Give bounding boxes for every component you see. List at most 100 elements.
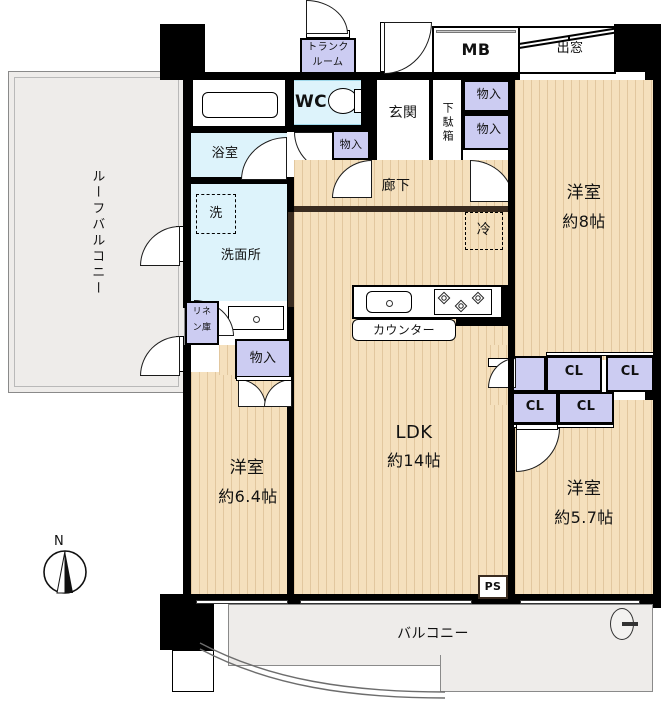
cl-strip-left — [512, 356, 546, 392]
wall-ldk-hall-left — [288, 212, 294, 307]
wall-room-west-left — [183, 345, 191, 594]
balcony-faucet — [622, 622, 638, 626]
bay-window-glazing — [518, 27, 620, 49]
bath-tub — [202, 92, 278, 118]
room-east-name-label: 洋室 — [566, 479, 602, 500]
room-west-floor — [191, 372, 294, 594]
bay-window-area — [520, 26, 616, 74]
wall-left-bath — [183, 80, 191, 308]
wall-bottom-room-east — [515, 594, 661, 604]
compass-north-label: N — [53, 533, 65, 549]
meter-box-top-line — [436, 30, 516, 33]
cl-upper-right — [606, 356, 654, 392]
storage-divider-bar — [463, 110, 515, 116]
wall-bottom-ldk — [294, 594, 515, 604]
wall-room-west-right — [287, 374, 294, 594]
ldk-name-label: LDK — [395, 421, 433, 443]
linen-closet — [185, 301, 219, 345]
cl-upper-left — [546, 356, 602, 392]
room-west-name-label: 洋室 — [229, 458, 265, 479]
entrance-hall — [375, 80, 431, 170]
kitchen-sink-drain — [386, 300, 393, 307]
storage-washroom-south-label: 物入 — [249, 350, 277, 366]
cl-lower-right-label: CL — [576, 398, 596, 414]
ldk-size-label: 約14帖 — [387, 451, 441, 471]
entrance-door-arc — [384, 22, 432, 74]
wall-bottom-room-west — [183, 594, 294, 604]
wall-entrance-left — [368, 80, 375, 170]
roof-balcony-area — [8, 71, 185, 393]
cl-upper-right-label: CL — [620, 363, 640, 379]
shoe-box — [431, 80, 463, 170]
wall-wc-left — [287, 80, 294, 125]
linen-closet-label-line2: ン庫 — [192, 322, 212, 333]
counter-bar — [352, 319, 456, 341]
wall-top-entry — [300, 72, 432, 80]
room-east-size-label: 約5.7帖 — [554, 508, 614, 528]
wall-room-north-left2 — [508, 202, 515, 360]
washing-machine-label: 洗 — [209, 205, 223, 221]
room-north-size-label: 約8帖 — [562, 212, 606, 232]
storage-entrance-east-lower-label: 物入 — [476, 122, 502, 137]
wall-room-north-left — [508, 80, 515, 202]
window-track-room-west — [196, 600, 288, 604]
room-north-name-label: 洋室 — [566, 183, 602, 204]
balcony-curved-edge — [199, 642, 446, 699]
meter-box-label: MB — [461, 40, 491, 60]
cl-lower-left-label: CL — [525, 398, 545, 414]
cl-lower-right — [558, 392, 614, 424]
washing-machine-slot — [196, 194, 236, 234]
storage-entrance-east-upper-label: 物入 — [476, 87, 502, 102]
pipe-shaft-label: PS — [484, 579, 502, 593]
wall-bath-bottom — [183, 177, 294, 184]
trunk-room-label-line2: ルーム — [312, 57, 344, 69]
trunk-room-label-line1: トランク — [307, 42, 349, 54]
room-west-size-label: 約6.4帖 — [218, 487, 278, 507]
wall-ldk-top — [294, 206, 515, 212]
linen-closet-label-line1: リネ — [192, 306, 212, 317]
room-north-floor — [515, 80, 653, 360]
vanity-basin — [253, 316, 260, 323]
counter-wall-right — [456, 319, 508, 326]
roof-balcony-label: ルーフバルコニー — [89, 168, 105, 297]
corridor-label: 廊下 — [381, 178, 411, 195]
refrigerator-label: 冷 — [476, 222, 492, 239]
wall-top-left-block — [160, 24, 205, 72]
wall-wc-right — [361, 80, 368, 132]
wall-cl-block-left — [508, 352, 514, 428]
room-east-door-panel — [516, 424, 558, 430]
cl-upper-left-label: CL — [564, 363, 584, 379]
meter-box — [432, 26, 520, 74]
trunk-room — [300, 38, 356, 74]
toilet-bowl — [328, 88, 358, 114]
counter-wall-vert — [501, 285, 508, 326]
bay-window-label: 出窓 — [556, 40, 584, 56]
compass-rose — [43, 550, 87, 594]
wall-top-bath — [160, 72, 308, 80]
window-track-room-east — [520, 600, 640, 604]
cl-upper-track — [546, 352, 654, 356]
counter-label: カウンター — [372, 323, 435, 338]
storage-door-track — [236, 376, 292, 381]
entrance-label: 玄関 — [388, 105, 418, 122]
trunk-room-door-arc — [306, 0, 348, 34]
ldk-floor — [294, 212, 515, 594]
pipe-shaft — [478, 575, 508, 599]
wall-wc-bottom — [287, 125, 368, 132]
kitchen-burners — [437, 291, 485, 313]
bottom-left-stub — [172, 650, 214, 692]
washroom-label: 洗面所 — [220, 247, 262, 263]
wall-top-mb — [432, 72, 520, 80]
bath-room-label: 浴室 — [211, 145, 239, 161]
window-track-ldk — [300, 600, 472, 604]
shoe-box-label: 下駄箱 — [441, 102, 455, 144]
wall-bath-top — [191, 126, 287, 133]
balcony-area-lower — [440, 655, 653, 692]
wc-label: WC — [294, 92, 328, 113]
washroom — [191, 184, 294, 301]
balcony-label: バルコニー — [397, 626, 469, 643]
refrigerator-slot — [465, 212, 503, 250]
storage-hallway-west-label: 物入 — [339, 137, 363, 151]
wall-room-east-left — [508, 428, 515, 594]
